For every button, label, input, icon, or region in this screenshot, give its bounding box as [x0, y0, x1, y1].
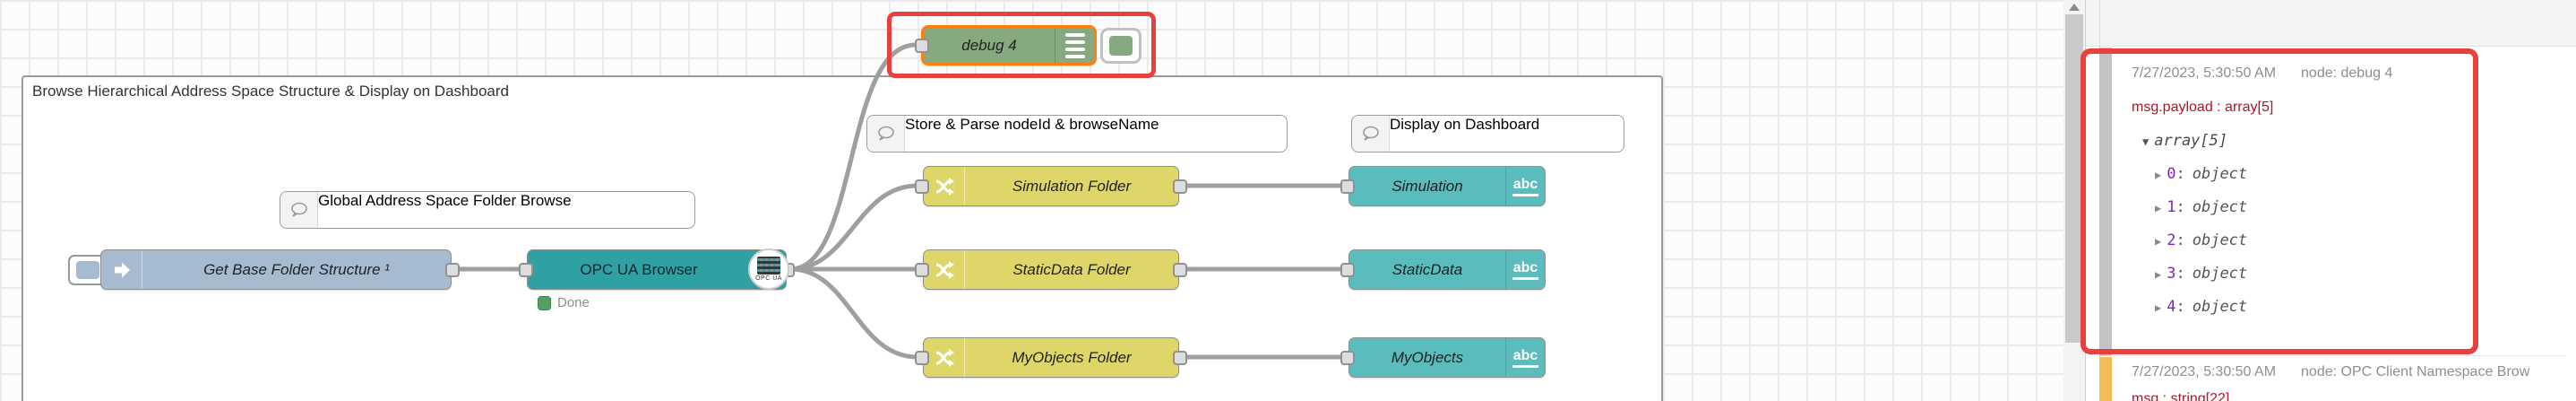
wire-opcua-debug: [788, 42, 918, 272]
switch-input-port[interactable]: [915, 262, 929, 277]
switch-input-port[interactable]: [915, 179, 929, 194]
tree-item-4[interactable]: ▶4:object: [2155, 298, 2248, 316]
ui-text-node-simulation[interactable]: Simulation abc: [1340, 166, 1546, 206]
switch-node-staticdata-folder[interactable]: StaticData Folder: [915, 249, 1187, 290]
debug-message-debug4[interactable]: 7/27/2023, 5:30:50 AM node: debug 4 msg.p…: [2099, 48, 2565, 356]
expand-triangle-icon[interactable]: ▶: [2155, 202, 2162, 214]
inject-button-pad: [76, 261, 99, 279]
ui-text-input-port[interactable]: [1340, 262, 1355, 277]
wire-opcua-simulation: [788, 183, 920, 272]
comment-display-dashboard[interactable]: Display on Dashboard: [1351, 115, 1624, 153]
expand-triangle-icon[interactable]: ▶: [2155, 268, 2162, 281]
message-property: msg.payload : array[5]: [2132, 100, 2274, 115]
abc-text-icon: abc: [1505, 338, 1545, 377]
scrollbar-up-arrow-icon[interactable]: [2063, 0, 2085, 14]
switch-node-myobjects-folder[interactable]: MyObjects Folder: [915, 337, 1187, 378]
inject-node[interactable]: Get Base Folder Structure ¹: [100, 249, 460, 290]
message-node-name: node: OPC Client Namespace Brow: [2301, 364, 2530, 379]
inject-node-label: Get Base Folder Structure ¹: [203, 260, 390, 278]
debug-toggle-indicator: [1109, 36, 1133, 56]
comment-bubble-icon: [280, 192, 318, 228]
ui-text-node-myobjects[interactable]: MyObjects abc: [1340, 337, 1546, 378]
comment-bubble-icon: [867, 116, 905, 152]
opcua-browser-node[interactable]: OPC UA Browser OPC UA: [519, 248, 795, 290]
tree-item-2[interactable]: ▶2:object: [2155, 231, 2248, 249]
comment-label: Global Address Space Folder Browse: [318, 192, 572, 209]
ui-text-node-label: StaticData: [1391, 260, 1463, 278]
message-property: msg : string[22]: [2132, 391, 2230, 401]
ui-text-input-port[interactable]: [1340, 179, 1355, 194]
opcua-input-port[interactable]: [519, 262, 533, 277]
comment-label: Display on Dashboard: [1390, 116, 1540, 133]
switch-input-port[interactable]: [915, 350, 929, 365]
status-dot-icon: [538, 295, 551, 310]
wire-opcua-myobjects: [788, 266, 920, 360]
switch-shuffle-icon: [924, 338, 965, 377]
opcua-logo-icon: OPC UA: [748, 248, 789, 290]
comment-store-parse[interactable]: Store & Parse nodeId & browseName: [866, 115, 1288, 153]
message-node-name: node: debug 4: [2301, 65, 2393, 81]
ui-text-node-label: Simulation: [1391, 177, 1463, 195]
switch-shuffle-icon: [924, 250, 965, 289]
scrollbar-thumb[interactable]: [2065, 14, 2083, 343]
expand-triangle-icon[interactable]: ▶: [2155, 301, 2162, 314]
status-text: Done: [557, 295, 590, 310]
message-timestamp: 7/27/2023, 5:30:50 AM: [2132, 65, 2277, 81]
switch-shuffle-icon: [924, 167, 965, 205]
switch-node-label: Simulation Folder: [1012, 177, 1132, 195]
tree-item-1[interactable]: ▶1:object: [2155, 198, 2248, 216]
debug-node[interactable]: debug 4: [915, 25, 1097, 65]
debug-enable-toggle[interactable]: [1100, 28, 1142, 64]
comment-global-browse[interactable]: Global Address Space Folder Browse: [280, 191, 695, 229]
debug-lines-icon: [1055, 28, 1094, 63]
switch-node-simulation-folder[interactable]: Simulation Folder: [915, 166, 1187, 206]
inject-arrow-icon: [101, 250, 142, 289]
flow-canvas[interactable]: Browse Hierarchical Address Space Struct…: [0, 0, 2063, 401]
opcua-node-label: OPC UA Browser: [580, 260, 698, 278]
debug-node-label: debug 4: [961, 36, 1017, 54]
canvas-vertical-scrollbar[interactable]: [2063, 0, 2085, 401]
abc-text-icon: abc: [1505, 250, 1545, 289]
expand-triangle-icon[interactable]: ▶: [2155, 169, 2162, 181]
tree-item-0[interactable]: ▶0:object: [2155, 165, 2248, 183]
debug-message-opc-client[interactable]: 7/27/2023, 5:30:50 AM node: OPC Client Na…: [2099, 357, 2565, 401]
debug-input-port[interactable]: [915, 38, 929, 53]
switch-output-port[interactable]: [1173, 179, 1187, 194]
message-timestamp: 7/27/2023, 5:30:50 AM: [2132, 364, 2277, 379]
ui-text-node-label: MyObjects: [1391, 348, 1464, 366]
abc-text-icon: abc: [1505, 167, 1545, 205]
group-label: Browse Hierarchical Address Space Struct…: [32, 83, 509, 100]
tree-item-3[interactable]: ▶3:object: [2155, 265, 2248, 283]
debug-sidebar: 7/27/2023, 5:30:50 AM node: debug 4 msg.p…: [2085, 0, 2576, 401]
tree-root-array[interactable]: ▼array[5]: [2142, 132, 2228, 150]
comment-bubble-icon: [1352, 116, 1390, 152]
inject-output-port[interactable]: [445, 262, 460, 277]
ui-text-input-port[interactable]: [1340, 350, 1355, 365]
wires-layer: [451, 42, 1347, 360]
ui-text-node-staticdata[interactable]: StaticData abc: [1340, 249, 1546, 290]
collapse-triangle-icon[interactable]: ▼: [2142, 135, 2150, 148]
expand-triangle-icon[interactable]: ▶: [2155, 235, 2162, 248]
switch-node-label: MyObjects Folder: [1012, 348, 1132, 366]
switch-output-port[interactable]: [1173, 350, 1187, 365]
switch-node-label: StaticData Folder: [1012, 260, 1131, 278]
comment-label: Store & Parse nodeId & browseName: [905, 116, 1159, 133]
previous-message-tail: [2086, 0, 2576, 47]
node-status: Done: [538, 295, 590, 310]
switch-output-port[interactable]: [1173, 262, 1187, 277]
